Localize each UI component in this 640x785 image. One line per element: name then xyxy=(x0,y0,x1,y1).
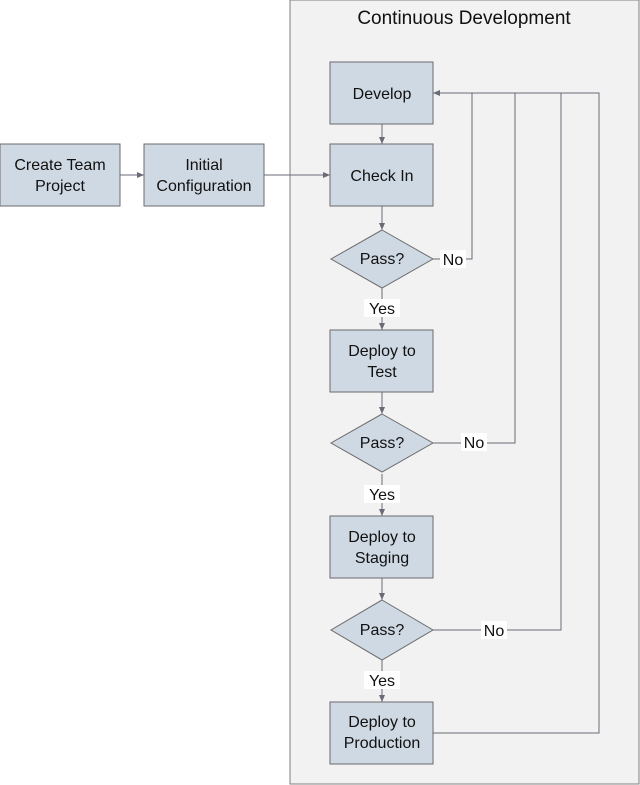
process-label: Staging xyxy=(355,550,409,567)
process-create-team-project: Create Team Project xyxy=(0,143,121,207)
process-box xyxy=(0,143,121,207)
decision-label: Pass? xyxy=(360,435,405,452)
edge-labels: No No No Yes Yes Yes xyxy=(364,250,507,690)
decision-label: Pass? xyxy=(360,251,405,268)
process-deploy-to-test: Deploy to Test xyxy=(329,329,434,393)
edge-label-bg xyxy=(461,433,487,451)
decision-diamond xyxy=(329,413,435,473)
edge-pass3-no-to-develop xyxy=(433,93,562,631)
decision-pass-1: Pass? xyxy=(329,229,435,289)
edge-production-to-develop xyxy=(433,90,600,734)
process-label: Develop xyxy=(353,86,412,103)
process-label: Configuration xyxy=(156,178,251,195)
process-deploy-to-production: Deploy to Production xyxy=(329,701,434,765)
process-label: Deploy to xyxy=(348,714,416,731)
edge-label-yes: Yes xyxy=(369,487,395,504)
decision-pass-2: Pass? xyxy=(329,413,435,473)
edge-pass2-no-to-develop xyxy=(433,93,516,444)
process-box xyxy=(143,143,265,207)
process-deploy-to-staging: Deploy to Staging xyxy=(329,515,434,579)
process-label: Initial xyxy=(185,157,222,174)
process-label: Project xyxy=(35,178,85,195)
process-label: Test xyxy=(367,364,397,381)
decision-diamond xyxy=(329,229,435,289)
process-box xyxy=(329,515,434,579)
edge-label-no: No xyxy=(484,623,505,640)
edge-label-bg xyxy=(440,250,466,268)
decision-label: Pass? xyxy=(360,622,405,639)
process-label: Production xyxy=(344,735,421,752)
process-check-in: Check In xyxy=(329,143,434,207)
process-box xyxy=(329,329,434,393)
process-initial-configuration: Initial Configuration xyxy=(143,143,265,207)
process-box xyxy=(329,143,434,207)
process-box xyxy=(329,701,434,765)
container-title: Continuous Development xyxy=(357,8,571,29)
edge-label-no: No xyxy=(464,435,485,452)
process-develop: Develop xyxy=(329,61,434,125)
process-label: Create Team xyxy=(14,157,105,174)
edge-label-bg xyxy=(364,299,400,317)
process-label: Deploy to xyxy=(348,343,416,360)
decision-pass-3: Pass? xyxy=(330,599,434,661)
process-label: Check In xyxy=(350,168,413,185)
decision-diamond xyxy=(330,599,434,661)
edge-label-bg xyxy=(364,671,400,689)
edge-label-no: No xyxy=(443,252,464,269)
process-box xyxy=(329,61,434,125)
edge-label-yes: Yes xyxy=(369,673,395,690)
edge-label-bg xyxy=(481,621,507,639)
edge-label-yes: Yes xyxy=(369,301,395,318)
process-label: Deploy to xyxy=(348,529,416,546)
edge-label-bg xyxy=(364,485,400,503)
